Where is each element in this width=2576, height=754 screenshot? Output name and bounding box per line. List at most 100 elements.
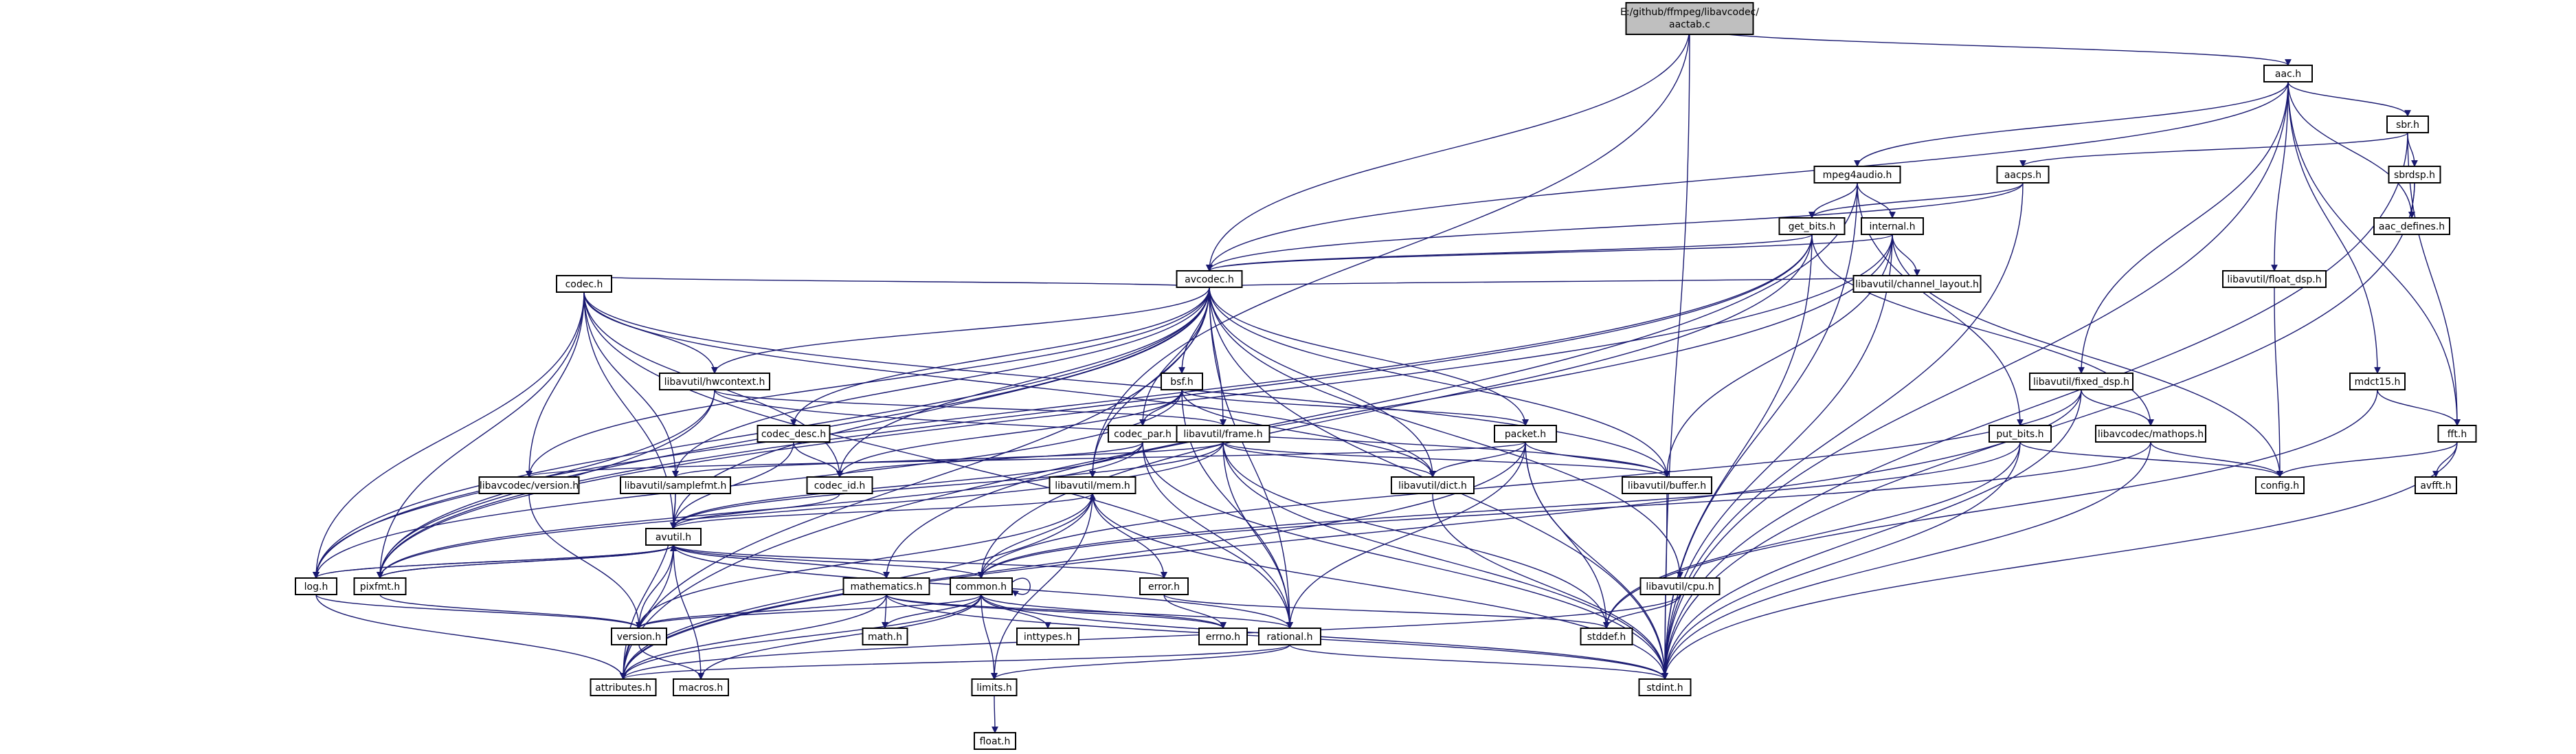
edge-avutil-to-common — [673, 544, 985, 579]
edge-frame-to-dict — [1222, 441, 1436, 478]
node-mem[interactable]: libavutil/mem.h — [1049, 476, 1136, 494]
node-cpu[interactable]: libavutil/cpu.h — [1639, 577, 1721, 595]
node-box-stddef — [1580, 628, 1633, 645]
edge-codec-to-pixfmt — [377, 291, 585, 579]
node-label-avcodec: avcodec.h — [1185, 274, 1234, 285]
node-mathops[interactable]: libavcodec/mathops.h — [2095, 425, 2206, 443]
node-common[interactable]: common.h — [950, 577, 1013, 595]
edge-internal-to-stdint — [1661, 234, 1893, 680]
node-label-root-line-1: aactab.c — [1669, 19, 1710, 30]
node-fixeddsp[interactable]: libavutil/fixed_dsp.h — [2029, 373, 2133, 390]
node-box-codec — [556, 275, 612, 293]
edge-cpu-to-stddef — [1603, 594, 1681, 629]
node-limits[interactable]: limits.h — [971, 678, 1018, 696]
edge-packet-to-buffer — [1525, 441, 1670, 478]
edge-mem-to-version — [636, 493, 1093, 629]
edge-cpu-to-attributes — [620, 594, 1681, 680]
node-math[interactable]: math.h — [862, 628, 908, 645]
edge-fixeddsp-to-stdint — [1661, 389, 2082, 680]
node-codecid[interactable]: codec_id.h — [806, 476, 873, 494]
node-codecdesc[interactable]: codec_desc.h — [757, 425, 831, 443]
node-box-fft — [2437, 425, 2477, 443]
edge-log-to-attributes — [315, 594, 627, 680]
node-label-rational: rational.h — [1267, 632, 1313, 643]
node-fft[interactable]: fft.h — [2437, 425, 2477, 443]
node-aacps[interactable]: aacps.h — [1996, 166, 2050, 184]
node-label-buffer: libavutil/buffer.h — [1628, 480, 1706, 491]
edge-aac-to-stdint — [1661, 81, 2289, 680]
node-log[interactable]: log.h — [295, 577, 337, 595]
edge-codecpar-to-stdint — [1142, 441, 1668, 680]
node-label-root-line-0: E:/github/ffmpeg/libavcodec/ — [1620, 7, 1759, 18]
node-hwcontext[interactable]: libavutil/hwcontext.h — [659, 373, 770, 390]
edge-frame-to-stdint — [1222, 441, 1668, 680]
node-channellayout[interactable]: libavutil/channel_layout.h — [1852, 275, 1982, 293]
edge-aac-to-fixeddsp — [2078, 81, 2289, 374]
node-config[interactable]: config.h — [2255, 476, 2305, 494]
edge-error-to-stddef — [1163, 594, 1610, 629]
node-rational[interactable]: rational.h — [1258, 628, 1321, 645]
node-aacdefines[interactable]: aac_defines.h — [2373, 217, 2450, 235]
edge-frame-to-pixfmt — [377, 441, 1224, 579]
edge-rational-to-attributes — [620, 644, 1290, 680]
node-sbrdsp[interactable]: sbrdsp.h — [2388, 166, 2441, 184]
node-box-limits — [971, 678, 1018, 696]
node-bsf[interactable]: bsf.h — [1161, 373, 1203, 390]
edge-mpeg4audio-to-stdint — [1661, 182, 1858, 680]
node-lavcversion[interactable]: libavcodec/version.h — [478, 476, 580, 494]
node-internal[interactable]: internal.h — [1861, 217, 1924, 235]
node-label-avfft: avfft.h — [2420, 480, 2451, 491]
node-mpeg4audio[interactable]: mpeg4audio.h — [1813, 166, 1901, 184]
edge-internal-to-avcodec — [1206, 234, 1893, 271]
node-pixfmt[interactable]: pixfmt.h — [353, 577, 407, 595]
node-box-avcodec — [1176, 270, 1243, 288]
node-getbits[interactable]: get_bits.h — [1778, 217, 1846, 235]
edge-avcodec-to-packet — [1209, 287, 1529, 426]
node-box-floatdsp — [2222, 270, 2327, 288]
edge-bsf-to-dict — [1181, 389, 1436, 478]
edge-root-to-mem — [1089, 26, 1690, 478]
edge-mathematics-to-attributes — [620, 594, 887, 680]
edge-avcodec-to-buffer — [1209, 287, 1670, 478]
node-box-common — [950, 577, 1013, 595]
node-stddef[interactable]: stddef.h — [1580, 628, 1633, 645]
edge-sbr-to-aacps — [2019, 132, 2408, 167]
node-label-mathematics: mathematics.h — [850, 581, 922, 592]
node-avcodec[interactable]: avcodec.h — [1176, 270, 1243, 288]
node-frame[interactable]: libavutil/frame.h — [1176, 425, 1270, 443]
node-stdint[interactable]: stdint.h — [1638, 678, 1692, 696]
node-version[interactable]: version.h — [611, 628, 667, 645]
node-mdct15[interactable]: mdct15.h — [2349, 373, 2406, 390]
node-error[interactable]: error.h — [1139, 577, 1189, 595]
node-avutil[interactable]: avutil.h — [645, 528, 702, 546]
node-aac[interactable]: aac.h — [2263, 65, 2313, 82]
node-label-aacdefines: aac_defines.h — [2379, 221, 2445, 232]
node-label-lavcversion: libavcodec/version.h — [480, 480, 579, 491]
edge-aac-to-mpeg4audio — [1854, 81, 2289, 167]
node-root[interactable]: E:/github/ffmpeg/libavcodec/aactab.c — [1620, 2, 1759, 35]
node-label-hwcontext: libavutil/hwcontext.h — [664, 377, 765, 388]
node-macros[interactable]: macros.h — [673, 678, 729, 696]
node-packet[interactable]: packet.h — [1494, 425, 1557, 443]
edge-avcodec-to-dict — [1209, 287, 1436, 478]
edge-mathematics-to-errno — [886, 594, 1227, 629]
node-errno[interactable]: errno.h — [1198, 628, 1248, 645]
node-avfft[interactable]: avfft.h — [2415, 476, 2457, 494]
node-mathematics[interactable]: mathematics.h — [842, 577, 930, 595]
node-codec[interactable]: codec.h — [556, 275, 612, 293]
node-box-float — [974, 732, 1016, 750]
node-label-limits: limits.h — [976, 683, 1011, 694]
node-sbr[interactable]: sbr.h — [2386, 115, 2429, 133]
node-codecpar[interactable]: codec_par.h — [1108, 425, 1178, 443]
edge-frame-to-stddef — [1222, 441, 1610, 629]
edge-hwcontext-to-frame — [714, 389, 1227, 426]
node-floatdsp[interactable]: libavutil/float_dsp.h — [2222, 270, 2327, 288]
node-inttypes[interactable]: inttypes.h — [1016, 628, 1079, 645]
edge-common-to-math — [882, 594, 982, 629]
node-putbits[interactable]: put_bits.h — [1989, 425, 2052, 443]
node-buffer[interactable]: libavutil/buffer.h — [1622, 476, 1712, 494]
node-attributes[interactable]: attributes.h — [590, 678, 657, 696]
node-dict[interactable]: libavutil/dict.h — [1391, 476, 1475, 494]
node-float[interactable]: float.h — [974, 732, 1016, 750]
node-samplefmt[interactable]: libavutil/samplefmt.h — [620, 476, 731, 494]
